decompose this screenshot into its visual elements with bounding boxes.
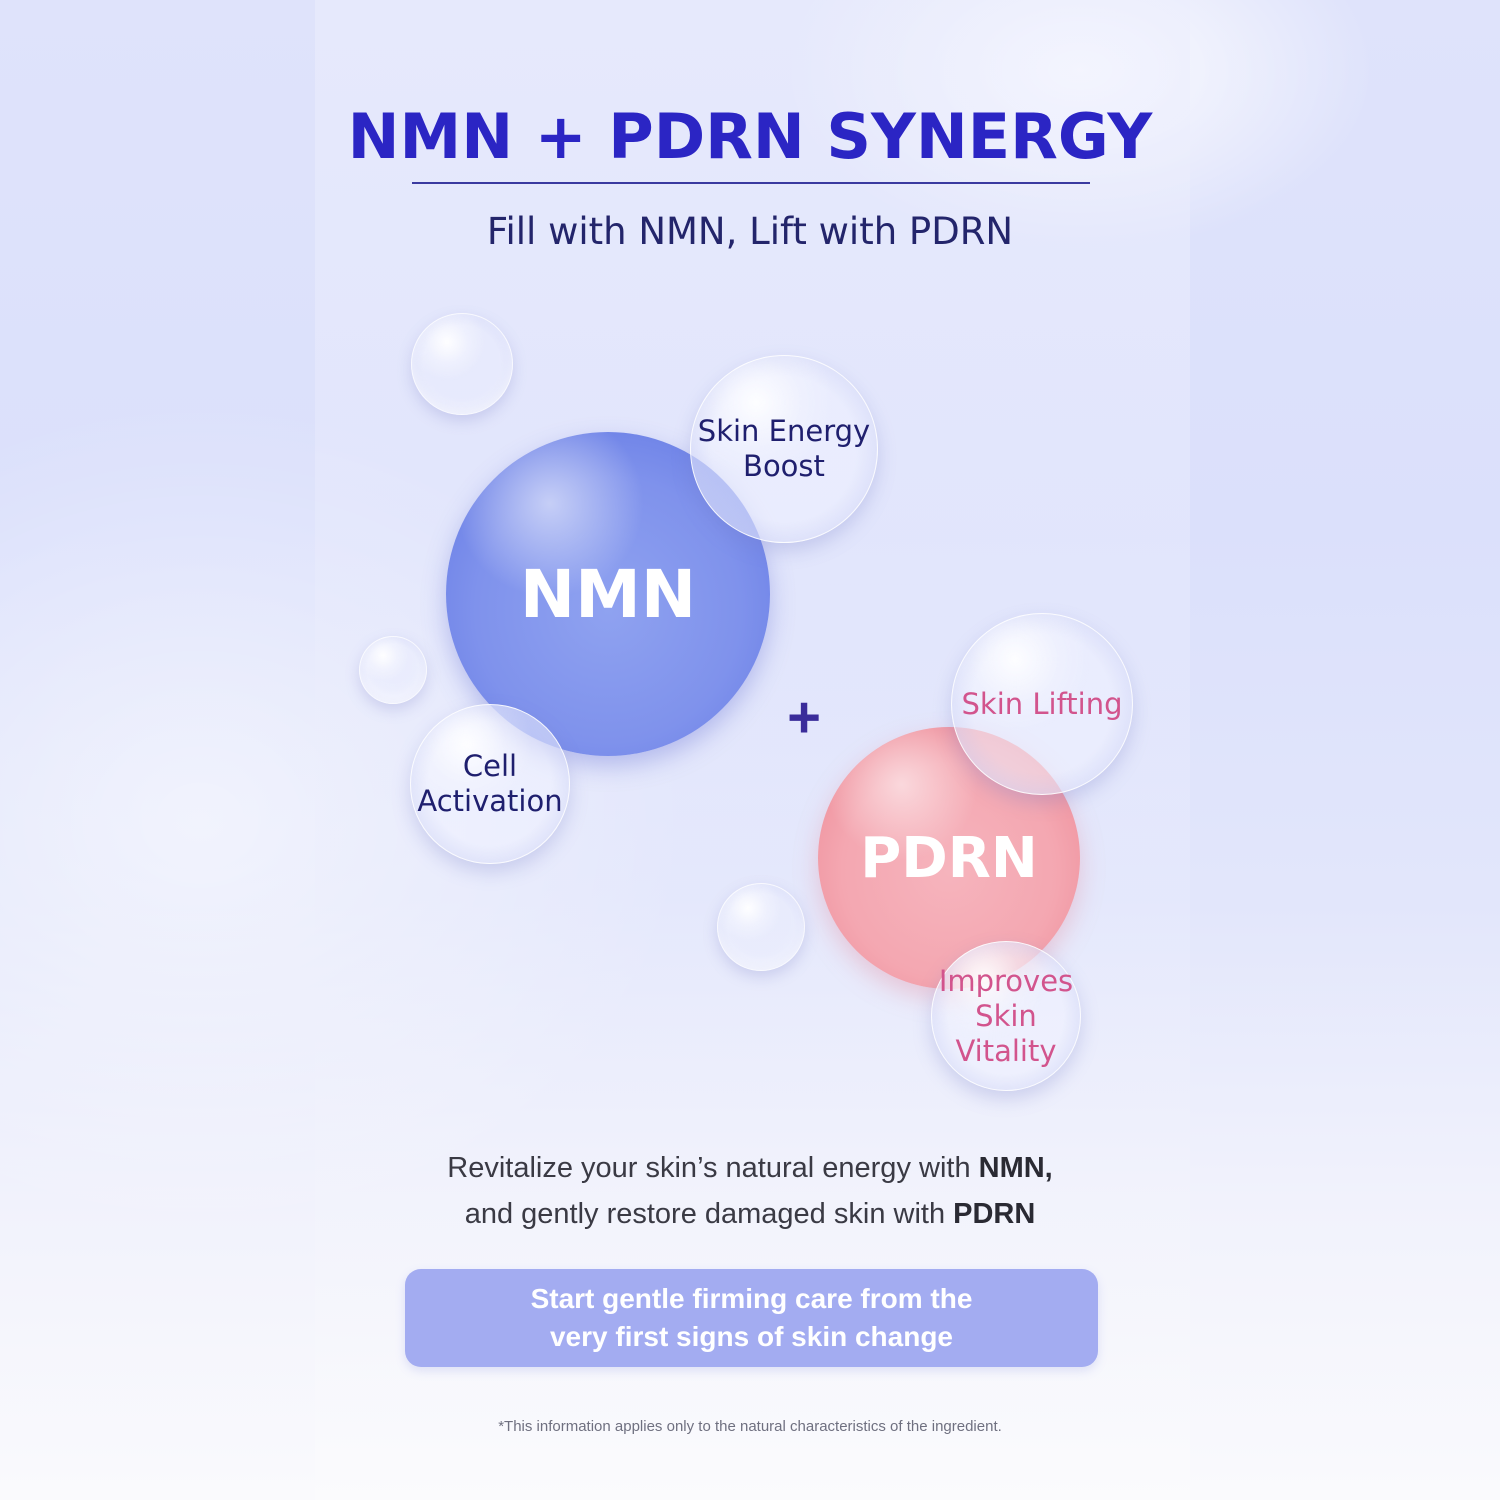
footnote: *This information applies only to the na… (498, 1418, 1002, 1435)
benefit-line: Cell (462, 749, 518, 783)
description-line-2: and gently restore damaged skin with PDR… (0, 1191, 1500, 1237)
title-divider (412, 182, 1090, 184)
benefit-line: Skin Energy (697, 414, 871, 448)
cta-line-2: very first signs of skin change (549, 1321, 954, 1352)
benefit-cell-activation: Cell Activation (410, 704, 570, 864)
description-text: and gently restore damaged skin with (464, 1198, 954, 1230)
cta-line-1: Start gentle firming care from the (530, 1283, 973, 1314)
description-bold: PDRN (953, 1198, 1036, 1230)
description: Revitalize your skin’s natural energy wi… (0, 1145, 1500, 1237)
page-title: NMN + PDRN SYNERGY (347, 100, 1153, 173)
benefit-line: Skin Lifting (961, 686, 1123, 721)
decorative-bubble (717, 883, 805, 971)
benefit-skin-energy-boost: Skin Energy Boost (690, 355, 878, 543)
decorative-bubble (411, 313, 513, 415)
decorative-bubble (359, 636, 427, 704)
description-bold: NMN, (978, 1152, 1053, 1184)
benefit-improves-skin-vitality: Improves Skin Vitality (931, 941, 1081, 1091)
benefit-line: Boost (743, 449, 825, 483)
description-text: Revitalize your skin’s natural energy wi… (447, 1152, 979, 1184)
plus-sign: + (787, 685, 821, 750)
benefit-line: Activation (417, 784, 563, 818)
page-subtitle: Fill with NMN, Lift with PDRN (486, 210, 1014, 253)
pdrn-label: PDRN (860, 825, 1038, 891)
description-line-1: Revitalize your skin’s natural energy wi… (0, 1145, 1500, 1191)
nmn-label: NMN (519, 555, 697, 633)
benefit-skin-lifting: Skin Lifting (951, 613, 1133, 795)
cta-banner: Start gentle firming care from the very … (405, 1269, 1098, 1367)
benefit-line: Skin Vitality (955, 998, 1057, 1068)
benefit-line: Improves (938, 963, 1074, 998)
